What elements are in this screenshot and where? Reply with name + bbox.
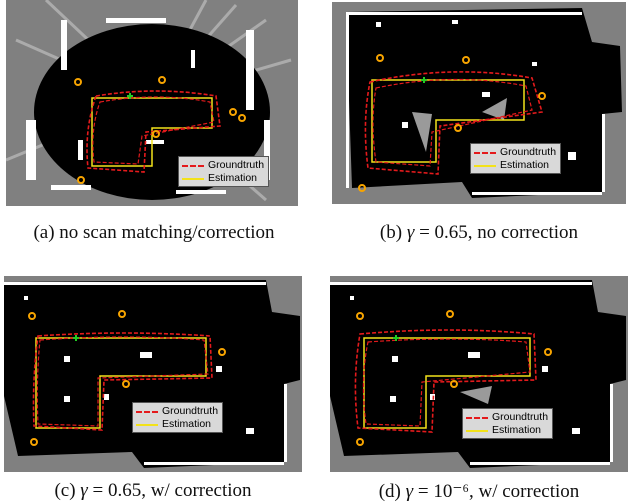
panel-c-caption: (c) γ = 0.65, w/ correction [4,480,302,502]
panel-a-legend: Groundtruth Estimation [178,156,270,187]
panel-d-gamma-value: = 10⁻⁶, [417,481,474,502]
panel-c-gamma-value: = 0.65, [92,480,147,501]
groundtruth-swatch [182,164,204,167]
estimation-swatch [474,164,496,167]
legend-estimation-label: Estimation [162,418,212,430]
panel-b-caption: (b) γ = 0.65, no correction [332,222,626,244]
panel-d-label: (d) [378,481,401,502]
legend-estimation-label: Estimation [500,159,550,171]
panel-b-legend: Groundtruth Estimation [470,143,562,174]
legend-estimation-label: Estimation [208,172,258,184]
panel-d-caption: (d) γ = 10⁻⁶, w/ correction [330,480,628,503]
panel-d-suffix: w/ correction [478,481,580,502]
panel-c-map [4,276,302,472]
panel-b-gamma-symbol: γ [406,222,415,243]
panel-c-suffix: w/ correction [150,480,252,501]
groundtruth-swatch [466,416,488,419]
legend-groundtruth-label: Groundtruth [500,146,557,158]
panel-d-map [330,276,628,472]
legend-groundtruth-label: Groundtruth [492,411,549,423]
panel-b-gamma-value: = 0.65, [419,222,473,243]
legend-groundtruth-label: Groundtruth [208,159,265,171]
panel-b-label: (b) [379,222,403,243]
legend-groundtruth-label: Groundtruth [162,405,219,417]
panel-a-caption: (a) no scan matching/correction [6,222,302,244]
estimation-swatch [182,177,204,180]
panel-d-legend: Groundtruth Estimation [462,408,554,439]
panel-a-caption-text: no scan matching/correction [59,222,275,243]
groundtruth-swatch [474,151,496,154]
panel-b-suffix: no correction [477,222,579,243]
groundtruth-swatch [136,410,158,413]
estimation-swatch [466,429,488,432]
panel-d-gamma-symbol: γ [405,481,414,502]
panel-a-label: (a) [33,222,55,243]
panel-c-gamma-symbol: γ [80,480,88,501]
estimation-swatch [136,423,158,426]
panel-c-legend: Groundtruth Estimation [132,402,224,433]
panel-c-label: (c) [54,480,76,501]
legend-estimation-label: Estimation [492,424,542,436]
